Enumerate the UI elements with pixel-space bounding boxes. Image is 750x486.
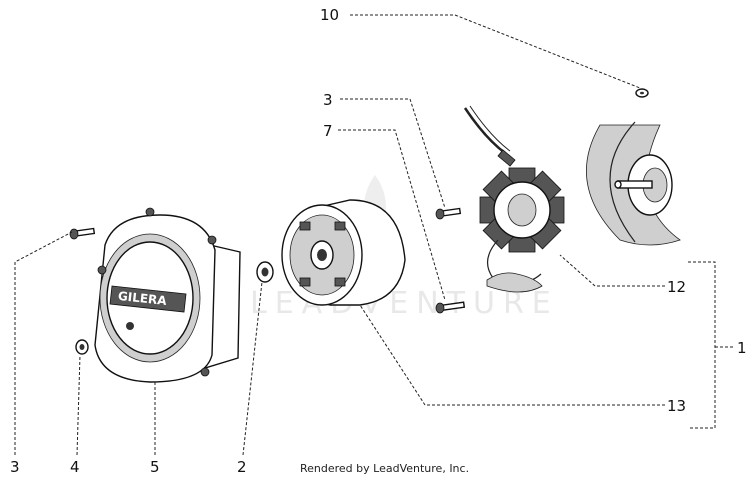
callout-4: 4 [70,458,80,476]
callout-2: 2 [237,458,247,476]
callout-1: 1 [737,339,747,357]
callout-10: 10 [320,6,339,24]
cover-logo-text: GILERA [117,289,168,308]
part-10-nut [635,88,649,98]
part-3-screw-bottom [69,227,96,240]
part-5-cover: GILERA [94,207,241,383]
part-13-flywheel [281,199,406,306]
callout-12: 12 [667,278,686,296]
credit-text: Rendered by LeadVenture, Inc. [300,462,469,475]
part-12-stator [463,105,565,293]
callout-5: 5 [150,458,160,476]
part-7-screw [435,301,466,314]
callout-7: 7 [323,122,333,140]
crankcase-flywheel-seat [586,121,681,246]
callout-3-bottom: 3 [10,458,20,476]
leader-lines [14,14,735,456]
callout-labels: 10 3 7 12 13 1 3 4 5 2 [10,6,747,476]
callout-13: 13 [667,397,686,415]
part-4-nut [75,339,89,355]
part-2-nut [256,261,274,283]
callout-3-top: 3 [323,91,333,109]
part-3-screw-top [435,207,462,220]
